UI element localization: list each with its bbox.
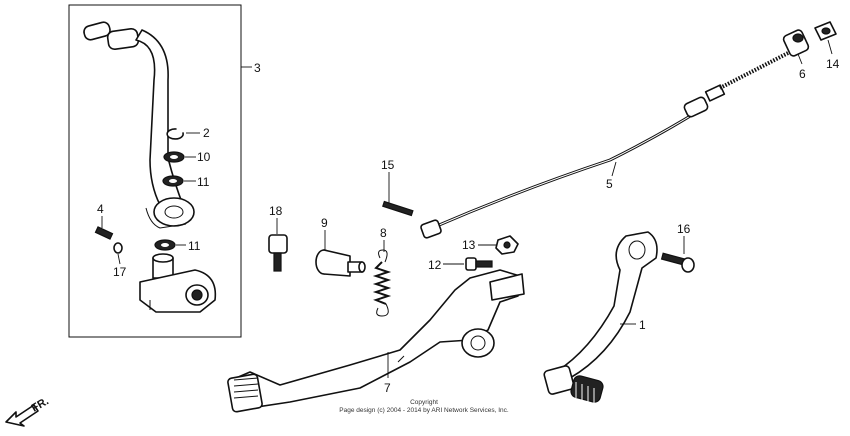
- callout-14: 15: [381, 158, 395, 172]
- cable-adjuster-6: [782, 29, 810, 57]
- callout-3: 3: [254, 61, 261, 75]
- kick-starter-arm: [83, 21, 195, 229]
- washer-11-upper: [162, 175, 184, 187]
- callout-17: 18: [269, 204, 283, 218]
- callout-1: 1: [639, 318, 646, 332]
- circlip: [166, 128, 184, 140]
- washer-10: [163, 151, 185, 163]
- front-direction-label: FR.: [30, 395, 51, 414]
- callout-labels: 3 2 10 11 11 4 17 5 6 14 1 7 8 9 12 13 1…: [97, 57, 840, 395]
- callout-10: 10: [197, 150, 211, 164]
- front-direction-marker: FR.: [5, 395, 51, 427]
- callout-4: 4: [97, 202, 104, 216]
- spring-8: [372, 249, 392, 317]
- callout-15: 14: [826, 57, 840, 71]
- callout-13: 13: [462, 238, 476, 252]
- callout-12: 12: [428, 258, 442, 272]
- kick-starter-inset: [68, 4, 252, 338]
- callout-11-upper: 11: [197, 175, 210, 189]
- callout-9: 9: [321, 216, 328, 230]
- bolt-17: [268, 234, 288, 272]
- leader-lines: [101, 39, 833, 378]
- washer-11-lower: [154, 239, 176, 251]
- brake-pedal-7: [227, 269, 525, 413]
- callout-18: 17: [113, 265, 127, 279]
- callout-6: 6: [799, 67, 806, 81]
- nut-18: [113, 242, 123, 254]
- copyright-line-1: Copyright: [410, 399, 438, 406]
- callout-8: 8: [380, 226, 387, 240]
- copyright-line-2: Page design (c) 2004 - 2014 by ARI Netwo…: [339, 407, 509, 414]
- brake-cable: [420, 50, 791, 239]
- callout-11-lower: 11: [188, 239, 201, 253]
- bolt-4: [94, 226, 114, 240]
- bolt-16: [660, 252, 695, 273]
- pin-14: [382, 200, 414, 217]
- nut-13: [495, 235, 519, 255]
- collar-9: [315, 249, 366, 277]
- callout-5: 5: [606, 177, 613, 191]
- callout-2: 2: [203, 126, 210, 140]
- callout-7: 7: [384, 381, 391, 395]
- gearshift-pedal-1: [543, 231, 658, 404]
- copyright-notice: Copyright Page design (c) 2004 - 2014 by…: [339, 399, 509, 414]
- adjuster-nut-15: [814, 21, 837, 41]
- callout-16: 16: [677, 222, 691, 236]
- bolt-12: [465, 257, 493, 271]
- kick-starter-spindle: [139, 253, 217, 313]
